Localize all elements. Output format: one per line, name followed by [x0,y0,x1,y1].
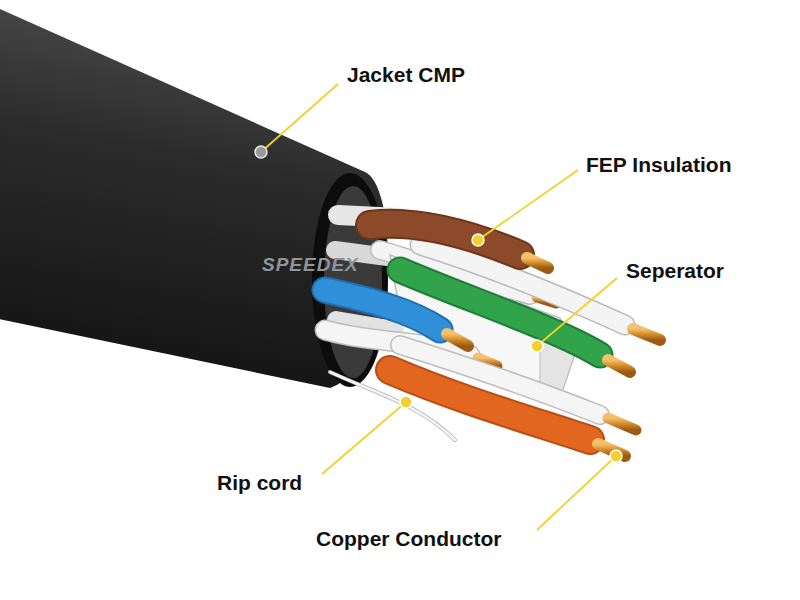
part-label: Seperator [626,258,724,283]
part-label: Copper Conductor [316,526,501,551]
leader-lines [261,84,617,530]
part-label: Rip cord [217,470,302,495]
watermark: SPEEDEX [262,254,359,277]
rip-cord-outline [330,372,455,440]
part-label: FEP Insulation [586,152,731,177]
rip-cord [330,372,455,440]
part-label: Jacket CMP [347,62,465,87]
leader-dots [255,146,622,462]
front-wires [325,270,636,456]
